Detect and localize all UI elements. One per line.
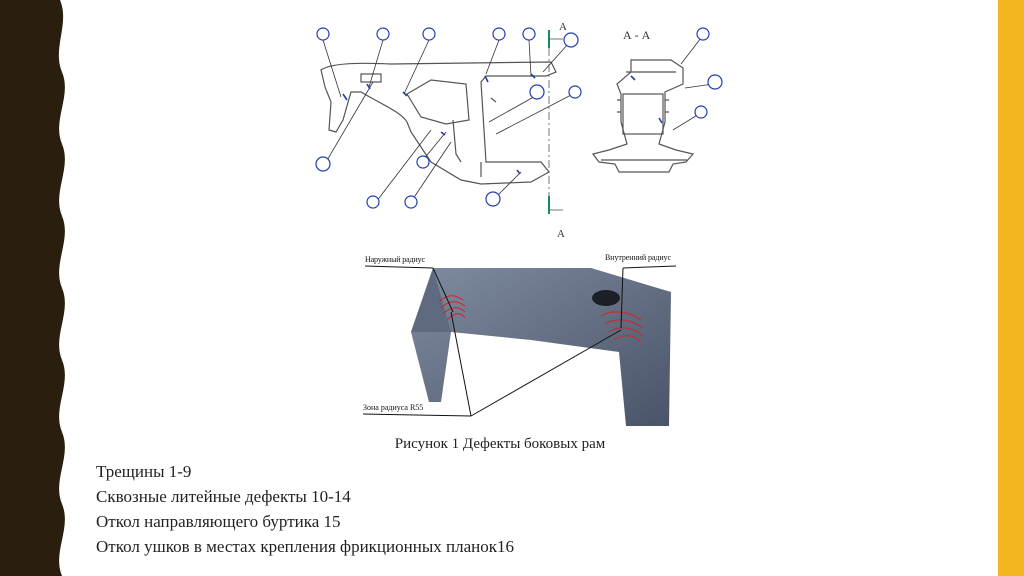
defect-marks <box>342 73 663 175</box>
label-leaders <box>362 265 676 417</box>
inner-radius-defect-mark <box>600 311 644 343</box>
side-frame-drawing <box>320 61 557 185</box>
technical-drawing: А А А - А <box>315 21 723 238</box>
left-decorative-band <box>0 0 65 576</box>
figure-caption: Рисунок 1 Дефекты боковых рам <box>394 436 606 452</box>
list-item: Откол направляющего буртика 15 <box>96 512 341 531</box>
list-item: Сквозные литейные дефекты 10-14 <box>96 487 351 506</box>
list-item: Откол ушков в местах крепления фрикционн… <box>96 537 514 556</box>
section-title: А - А <box>623 28 651 42</box>
zone-label: Зона радиуса R55 <box>363 403 423 412</box>
inner-radius-label: Внутренний радиус <box>605 253 671 262</box>
callout-circles <box>315 27 723 209</box>
figure-image: А А А - А <box>281 12 757 426</box>
section-marker-bottom: А <box>557 228 565 238</box>
section-marker-top: А <box>559 21 567 33</box>
defect-photo: Наружный радиус Внутренний радиус Зона р… <box>362 253 676 426</box>
list-item: Трещины 1-9 <box>96 462 192 481</box>
defect-list: Трещины 1-9 Сквозные литейные дефекты 10… <box>96 459 514 559</box>
right-accent-band <box>998 0 1024 576</box>
section-view-drawing <box>591 59 695 173</box>
outer-radius-label: Наружный радиус <box>365 255 425 264</box>
outer-radius-defect-mark <box>438 295 466 321</box>
